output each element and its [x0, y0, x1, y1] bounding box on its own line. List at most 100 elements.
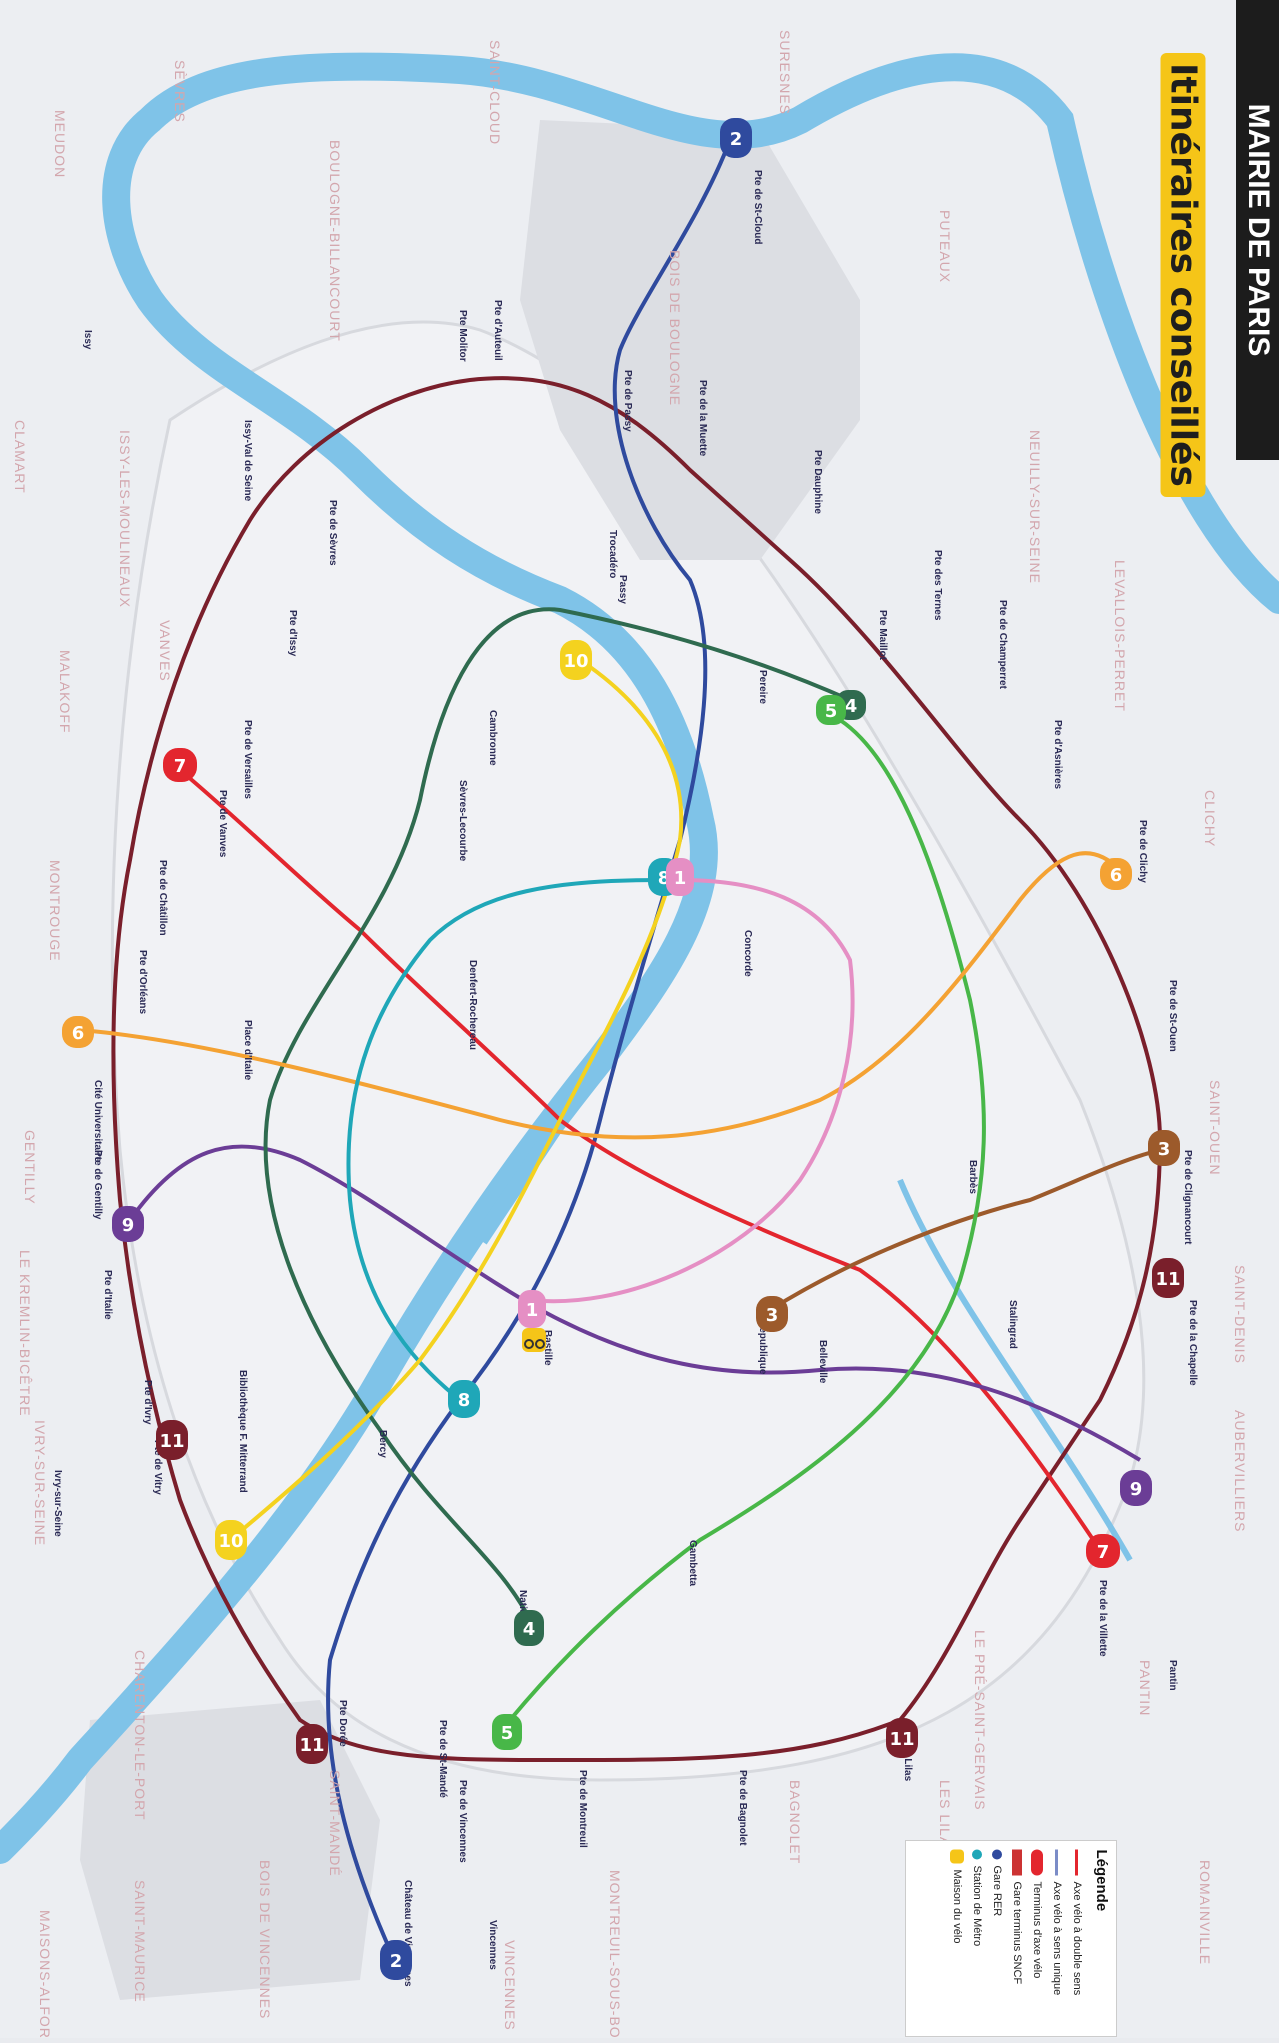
route-badge-7-west[interactable]: 7	[163, 748, 197, 782]
area-label: CLAMART	[12, 420, 28, 494]
stop-label: Pte de St-Mandé	[437, 1720, 448, 1798]
legend-label: Axe vélo à double sens	[1071, 1881, 1083, 1995]
svg-text:11: 11	[1155, 1269, 1180, 1290]
stop-label: Pte d'Ivry	[142, 1380, 153, 1425]
svg-text:5: 5	[825, 701, 838, 722]
route-badge-5-south[interactable]: 5	[492, 1714, 522, 1750]
route-7-line	[178, 768, 1102, 1552]
route-badge-2-north[interactable]: 2	[720, 118, 752, 158]
route-5-line	[508, 718, 986, 1722]
stop-label: Ivry-sur-Seine	[52, 1470, 63, 1537]
bois-de-vincennes	[80, 1700, 380, 2000]
seine-river	[0, 52, 1279, 1864]
route-badge-4-south[interactable]: 4	[514, 1610, 544, 1646]
stop-label: Pte de Vitry	[152, 1440, 163, 1495]
route-8-line	[346, 878, 661, 1402]
area-label: PANTIN	[1137, 1660, 1153, 1716]
route-badge-3-north[interactable]: 3	[1148, 1130, 1180, 1166]
stop-label: Pte de Vincennes	[457, 1780, 468, 1863]
svg-text:1: 1	[526, 1300, 539, 1321]
route-badge-6-north[interactable]: 6	[1100, 858, 1132, 890]
svg-text:2: 2	[390, 1951, 403, 1972]
legend-item: Gare terminus SNCF	[1007, 1849, 1027, 2028]
area-label: SAINT-DENIS	[1232, 1265, 1248, 1364]
stop-label: Pte de Versailles	[242, 720, 253, 799]
stop-label: Bastille	[542, 1330, 553, 1366]
route-badge-8-south[interactable]: 8	[448, 1380, 480, 1418]
svg-text:3: 3	[1158, 1139, 1171, 1160]
area-label: LES LILAS	[937, 1780, 953, 1858]
stop-label: Pte d'Asnières	[1052, 720, 1063, 790]
route-badge-9-west[interactable]: 9	[112, 1206, 144, 1242]
route-badge-10-south[interactable]: 10	[215, 1520, 247, 1560]
area-label: CHARENTON-LE-PORT	[132, 1650, 148, 1821]
route-badge-11-southwest[interactable]: 11	[156, 1420, 188, 1460]
stop-label: Cité Universitaire	[92, 1080, 103, 1163]
svg-text:11: 11	[299, 1735, 324, 1756]
stop-label: Château de Vincennes	[402, 1880, 413, 1987]
stop-label: Pte d'Issy	[287, 610, 298, 657]
maison-du-velo-icon[interactable]	[522, 1328, 546, 1352]
area-label: IVRY-SUR-SEINE	[32, 1420, 48, 1546]
route-1-line	[529, 878, 855, 1304]
route-badge-2-south[interactable]: 2	[380, 1940, 412, 1980]
area-label: NEUILLY-SUR-SEINE	[1027, 430, 1043, 584]
legend-item: Maison du vélo	[947, 1849, 967, 2028]
svg-text:1: 1	[674, 868, 687, 889]
stop-label: Pte de Gentilly	[92, 1150, 103, 1220]
route-badge-11-southeast[interactable]: 11	[296, 1724, 328, 1764]
rer-icon	[992, 1849, 1002, 1859]
stop-label: Sèvres-Lecourbe	[457, 780, 468, 862]
stop-label: Pte Dorée	[337, 1700, 348, 1747]
svg-text:7: 7	[174, 756, 187, 777]
area-label: BOULOGNE-BILLANCOURT	[327, 140, 343, 342]
stop-label: Pte de la Chapelle	[1187, 1300, 1198, 1386]
route-badge-1-north[interactable]: 1	[666, 858, 694, 896]
area-label: SAINT-CLOUD	[487, 40, 503, 145]
stop-label: Cambronne	[487, 710, 498, 766]
stop-label: Pte de Châtillon	[157, 860, 168, 936]
stop-label: Pte de St-Cloud	[752, 170, 763, 244]
stop-label: Pte de Montreuil	[577, 1770, 588, 1848]
page-title: Itinéraires conseillés	[1148, 40, 1218, 510]
stop-label: Stalingrad	[1007, 1300, 1018, 1349]
svg-text:6: 6	[72, 1023, 85, 1044]
bois-de-boulogne	[520, 120, 860, 560]
stop-label: Pte de Clignancourt	[1182, 1150, 1193, 1245]
stop-label: Pte Dauphine	[812, 450, 823, 514]
stop-label: République	[757, 1320, 768, 1375]
route-badge-11-north[interactable]: 11	[1152, 1258, 1184, 1298]
double-line-icon	[1075, 1849, 1079, 1875]
area-label: LE PRÉ-SAINT-GERVAIS	[972, 1630, 988, 1811]
single-line-icon	[1055, 1849, 1059, 1875]
area-label: LE KREMLIN-BICÊTRE	[17, 1250, 33, 1417]
route-badge-5-north[interactable]: 5	[816, 695, 846, 725]
route-badge-10-north[interactable]: 10	[560, 640, 592, 680]
area-label: SAINT-MAURICE	[132, 1880, 148, 2003]
route-badge-1-south[interactable]: 1	[518, 1290, 546, 1328]
area-label: BOIS DE VINCENNES	[257, 1860, 273, 2019]
route-11-line	[111, 376, 1163, 1762]
route-6-line	[79, 851, 1122, 1140]
stop-label: Concorde	[742, 930, 753, 977]
stop-label: Pte d'Auteuil	[492, 300, 503, 361]
route-badge-3-south[interactable]: 3	[756, 1296, 788, 1332]
stop-label: Pte de Sèvres	[327, 500, 338, 566]
stop-label: Pte de Champerret	[997, 600, 1008, 690]
stop-label: Pte Molitor	[457, 310, 468, 362]
route-badge-11-east[interactable]: 11	[886, 1718, 918, 1758]
route-badge-7-east[interactable]: 7	[1086, 1534, 1120, 1568]
area-label: MAISONS-ALFORT	[37, 1910, 53, 2038]
stop-label: Vincennes	[487, 1920, 498, 1970]
svg-text:5: 5	[501, 1723, 514, 1744]
area-label: VINCENNES	[502, 1940, 518, 2031]
svg-text:6: 6	[1110, 865, 1123, 886]
route-badge-9-east[interactable]: 9	[1120, 1470, 1152, 1506]
svg-text:9: 9	[1130, 1479, 1143, 1500]
area-label: PUTEAUX	[937, 210, 953, 283]
svg-text:11: 11	[159, 1431, 184, 1452]
stop-label: Pte d'Orléans	[137, 950, 148, 1015]
svg-text:2: 2	[730, 129, 743, 150]
route-badge-6-south[interactable]: 6	[62, 1016, 94, 1048]
